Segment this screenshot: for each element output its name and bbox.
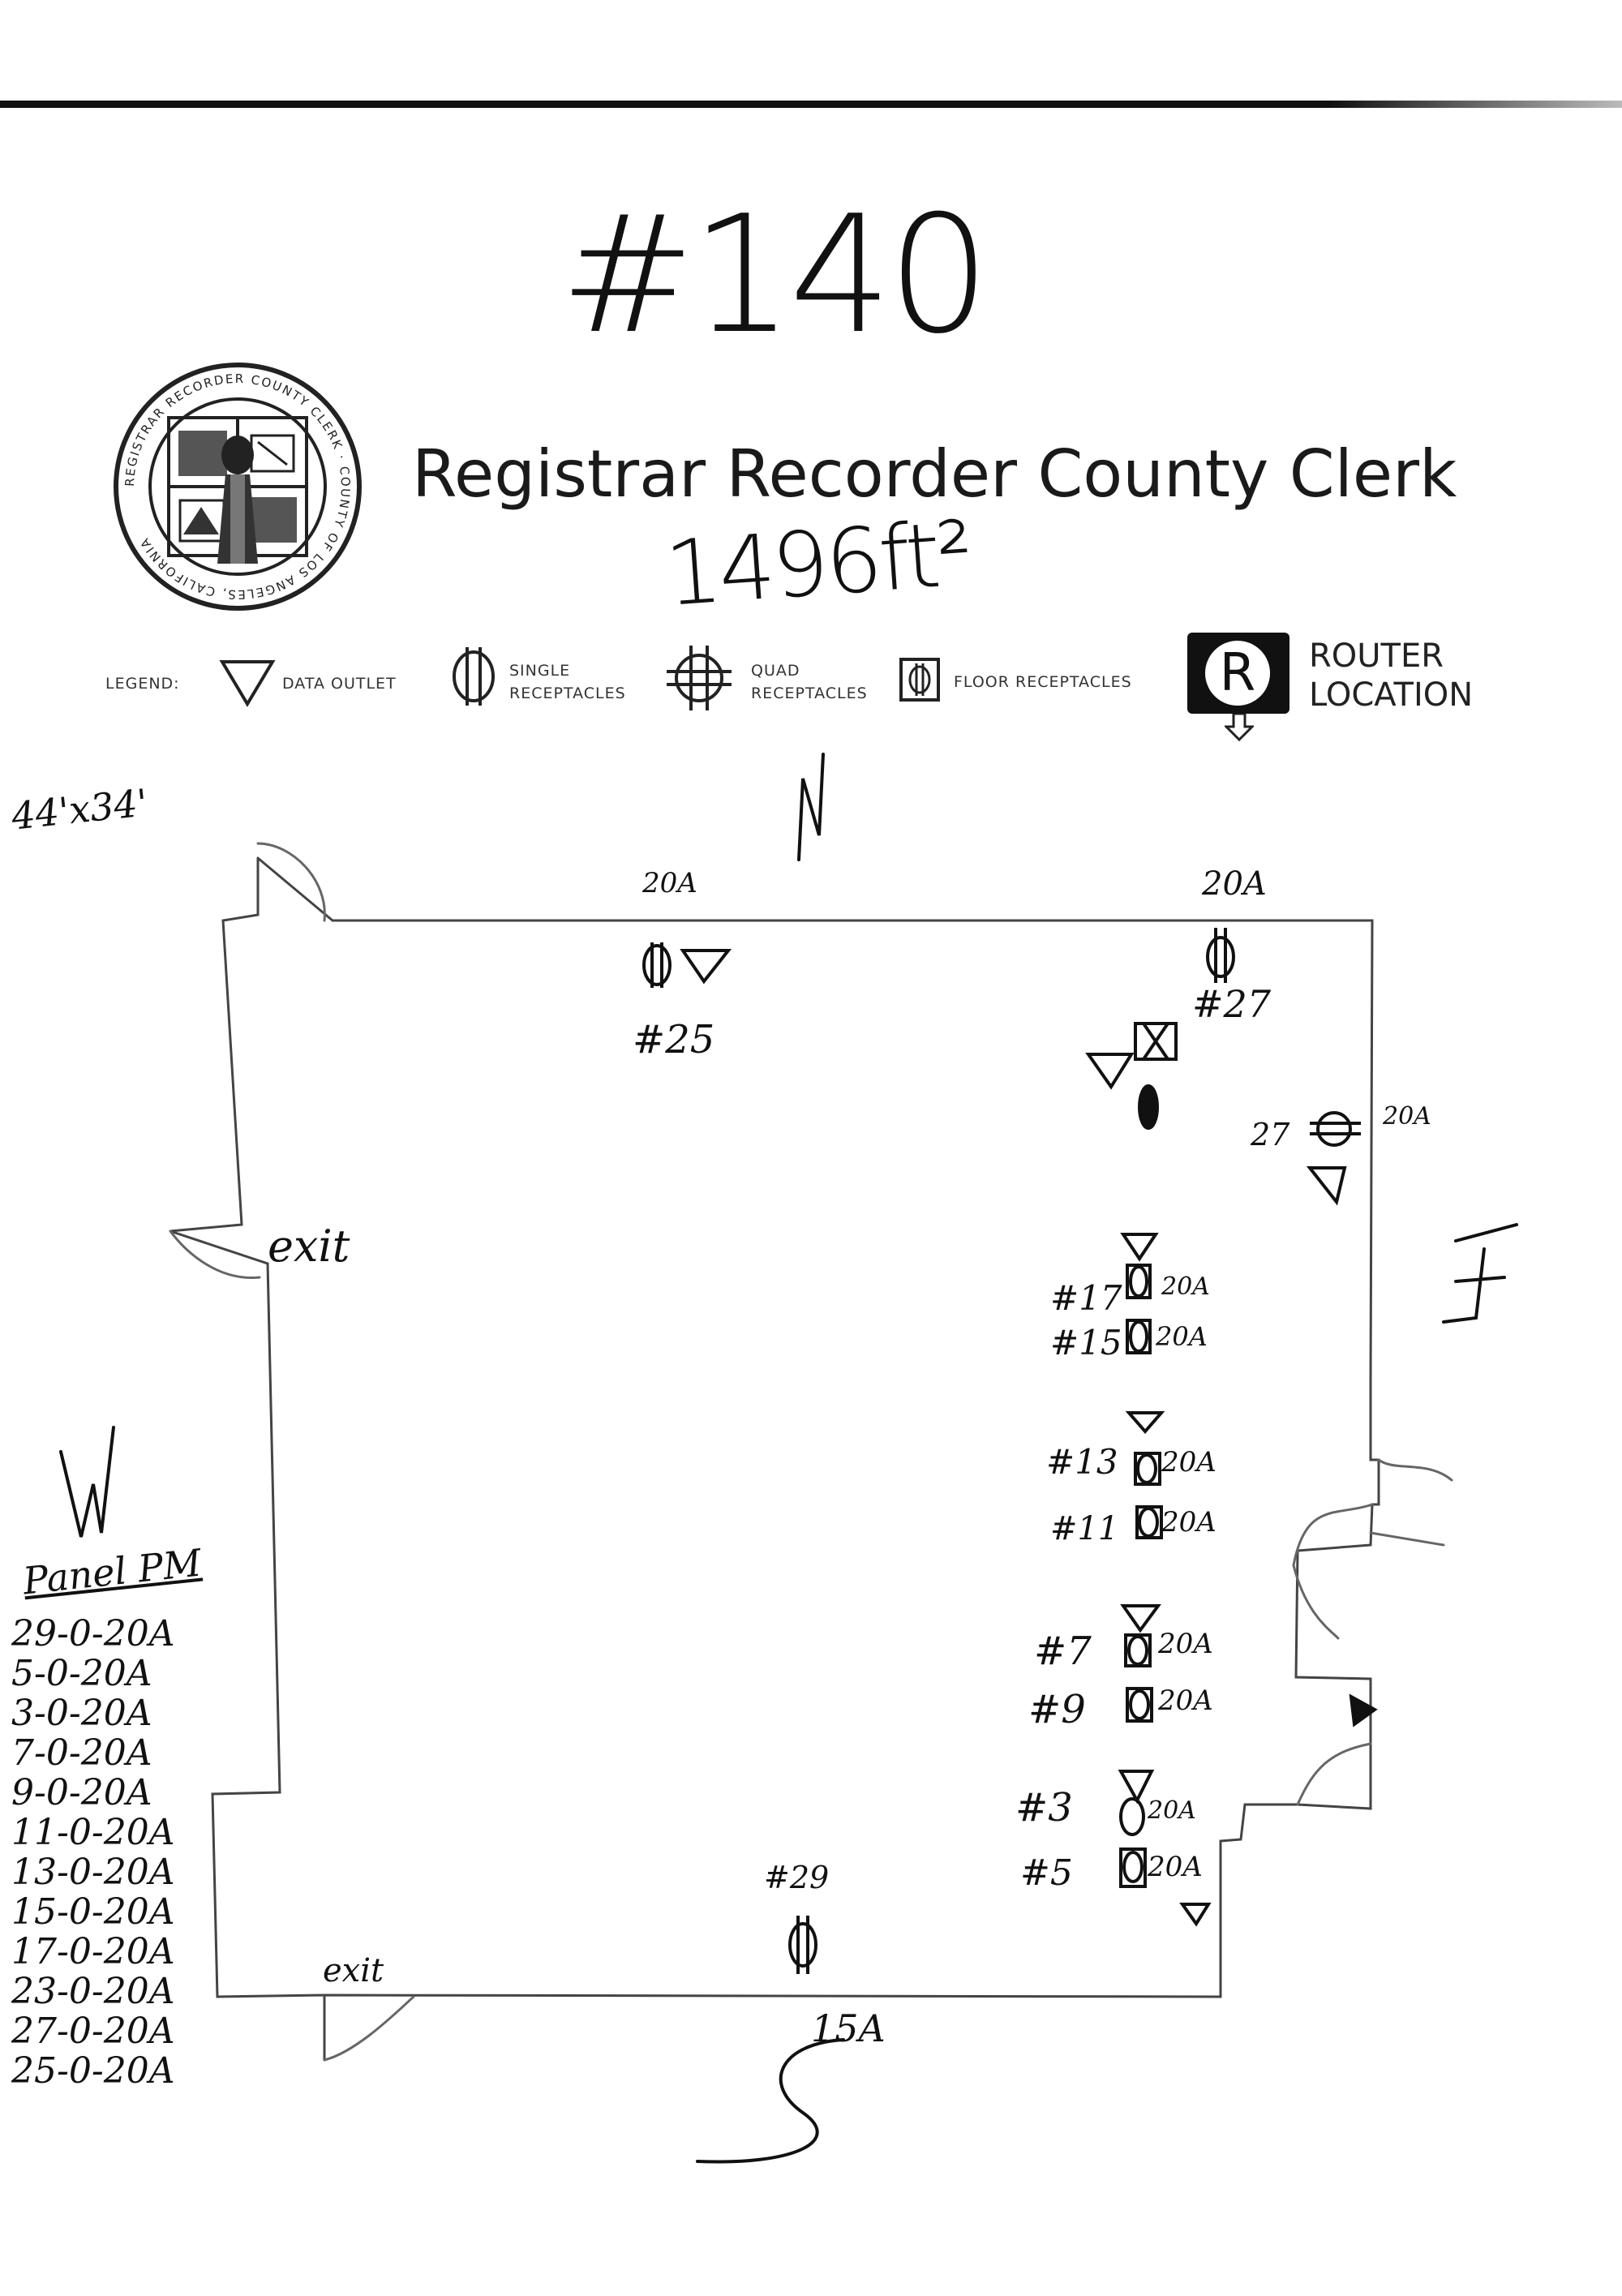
panel-circuit: 29-0-20A: [11, 1613, 175, 1654]
down-arrow-icon: [1225, 714, 1254, 741]
outlet-n1-num: #25: [633, 1017, 715, 1062]
panel-circuit-list: 29-0-20A 5-0-20A 3-0-20A 7-0-20A 9-0-20A…: [11, 1614, 174, 2091]
router-letter: R: [1205, 641, 1270, 706]
exit-label-south: exit: [323, 1952, 384, 1989]
circuit-11-amp: 20A: [1161, 1506, 1216, 1539]
circuit-5-amp: 20A: [1148, 1851, 1203, 1883]
outlet-s-num: #29: [764, 1860, 830, 1895]
exit-label-west: exit: [268, 1221, 350, 1272]
panel-circuit: 7-0-20A: [11, 1732, 152, 1774]
outlet-e27-num: 27: [1251, 1117, 1290, 1152]
legend-floor-receptacles: FLOOR RECEPTACLES: [954, 673, 1132, 691]
circuit-13-label: #13: [1046, 1442, 1118, 1482]
county-seal-logo: REGISTRAR RECORDER COUNTY CLERK · COUNTY…: [114, 363, 362, 611]
legend-quad-line1: QUAD: [751, 662, 800, 680]
panel-circuit: 27-0-20A: [11, 2011, 175, 2052]
circuit-17-label: #17: [1050, 1278, 1122, 1318]
legend-single-line2: RECEPTACLES: [509, 685, 626, 702]
circuit-11-label: #11: [1050, 1510, 1119, 1547]
circuit-17-amp: 20A: [1161, 1272, 1210, 1301]
outlet-s-amp: 15A: [811, 2006, 886, 2050]
panel-circuit: 23-0-20A: [11, 1971, 175, 2012]
circuit-7-label: #7: [1034, 1629, 1092, 1674]
legend: LEGEND: DATA OUTLET SINGLE RECEPTACLES Q…: [105, 633, 1500, 741]
outlet-e27-amp: 20A: [1383, 1102, 1431, 1131]
page-title: Registrar Recorder County Clerk: [412, 436, 1457, 512]
circuit-7-amp: 20A: [1158, 1628, 1213, 1660]
legend-data-outlet: DATA OUTLET: [282, 675, 397, 693]
panel-circuit: 13-0-20A: [11, 1852, 175, 1893]
panel-circuit: 17-0-20A: [11, 1931, 175, 1972]
circuit-15-label: #15: [1050, 1323, 1122, 1363]
legend-label: LEGEND:: [105, 675, 180, 693]
legend-router-line2: LOCATION: [1309, 676, 1474, 714]
panel-circuit: 25-0-20A: [11, 2050, 175, 2092]
outlet-n2-amp: 20A: [1202, 865, 1267, 903]
circuit-13-amp: 20A: [1161, 1446, 1216, 1478]
circuit-15-amp: 20A: [1156, 1321, 1208, 1352]
circuit-3-label: #3: [1015, 1785, 1073, 1830]
legend-single-line1: SINGLE: [509, 662, 571, 680]
circuit-5-label: #5: [1020, 1852, 1073, 1894]
outlet-n1-amp: 20A: [642, 867, 697, 899]
circuit-9-amp: 20A: [1158, 1684, 1213, 1717]
page-number: #140: [560, 181, 990, 370]
router-icon: R: [1187, 633, 1289, 714]
floor-receptacle-icon: [899, 658, 940, 702]
panel-circuit: 15-0-20A: [11, 1891, 175, 1933]
data-outlet-icon: [219, 660, 276, 707]
outlet-n2-num: #27: [1192, 982, 1272, 1026]
legend-router-line1: ROUTER: [1309, 637, 1444, 675]
circuit-3-amp: 20A: [1148, 1796, 1196, 1825]
panel-circuit: 11-0-20A: [11, 1812, 175, 1853]
legend-quad-line2: RECEPTACLES: [751, 685, 868, 702]
panel-circuit: 5-0-20A: [11, 1653, 152, 1694]
quad-receptacle-icon: [667, 646, 732, 710]
circuit-9-label: #9: [1028, 1687, 1086, 1732]
scan-top-border: [0, 101, 1622, 108]
panel-circuit: 9-0-20A: [11, 1772, 152, 1813]
single-receptacle-icon: [453, 647, 495, 706]
panel-circuit: 3-0-20A: [11, 1693, 152, 1734]
